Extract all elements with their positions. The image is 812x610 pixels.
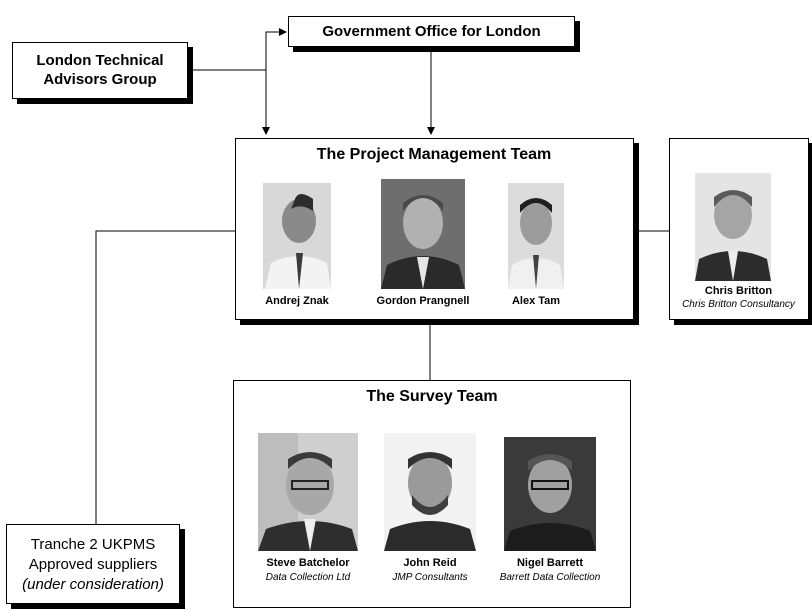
ltag-line1: London Technical bbox=[36, 52, 164, 69]
pmt-member-name: Andrej Znak bbox=[265, 295, 329, 307]
survey-member-name: Nigel Barrett bbox=[516, 557, 584, 569]
tranche-line2: Approved suppliers bbox=[28, 556, 158, 573]
gol-label: Government Office for London bbox=[322, 23, 541, 40]
avatar-nigel-barrett bbox=[504, 437, 596, 551]
survey-team-box: The Survey Team Steve Batchelor Data Col… bbox=[233, 380, 631, 608]
consultant-org: Chris Britton Consultancy bbox=[682, 299, 795, 310]
avatar-john-reid bbox=[384, 433, 476, 551]
avatar-andrej-znak bbox=[263, 183, 331, 289]
ltag-box: London Technical Advisors Group bbox=[12, 42, 188, 99]
consultant-box: Chris Britton Chris Britton Consultancy bbox=[669, 138, 809, 320]
survey-member-org: Data Collection Ltd bbox=[265, 572, 351, 583]
gol-box: Government Office for London bbox=[288, 16, 575, 47]
survey-member-name: Steve Batchelor bbox=[266, 557, 350, 569]
survey-title: The Survey Team bbox=[366, 388, 498, 405]
survey-member-name: John Reid bbox=[403, 557, 457, 569]
avatar-gordon-prangnell bbox=[381, 179, 465, 289]
survey-member-org: Barrett Data Collection bbox=[499, 572, 601, 583]
tranche-box: Tranche 2 UKPMS Approved suppliers (unde… bbox=[6, 524, 180, 604]
tranche-line3: (under consideration) bbox=[22, 576, 164, 593]
avatar-chris-britton bbox=[695, 173, 771, 281]
survey-member-org: JMP Consultants bbox=[392, 572, 468, 583]
avatar-steve-batchelor bbox=[258, 433, 358, 551]
consultant-name: Chris Britton bbox=[704, 285, 773, 297]
pmt-title: The Project Management Team bbox=[316, 146, 552, 163]
pmt-member-name: Alex Tam bbox=[511, 295, 561, 307]
avatar-alex-tam bbox=[508, 183, 564, 289]
pmt-member-name: Gordon Prangnell bbox=[376, 295, 470, 307]
ltag-line2: Advisors Group bbox=[43, 71, 157, 88]
project-management-team-box: The Project Management Team Andrej Znak … bbox=[235, 138, 634, 320]
tranche-line1: Tranche 2 UKPMS bbox=[30, 536, 156, 553]
